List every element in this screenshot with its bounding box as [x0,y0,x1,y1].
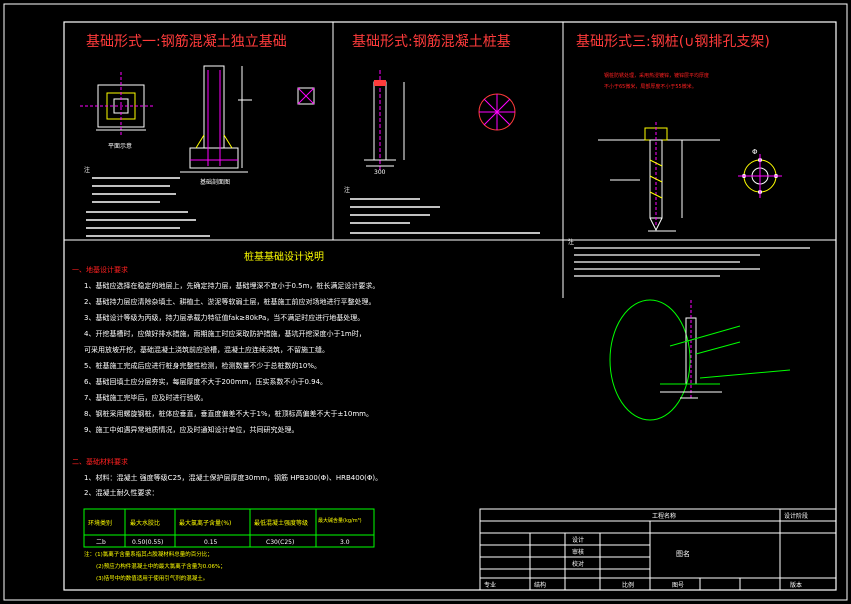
panel3-red-note-1: 钢桩防锈处理，采用热浸镀锌，镀锌层平均厚度 [604,72,709,79]
design-item: 4、开挖基槽时，应做好排水措施，雨期施工时应采取防护措施，基坑开挖深度小于1m时… [84,329,366,338]
pile-dim: 300 [374,169,386,176]
sec2-title: 二、基础材料要求 [72,457,128,466]
sec1-title: 一、地基设计要求 [72,265,128,274]
table-cell-3: C30(C25) [266,539,294,546]
panel1-section-view [180,65,252,173]
plan-caption: 平面示意 [108,142,132,150]
section-caption: 基础剖面图 [200,178,230,186]
panel2-pile-section [478,93,516,131]
outer-border [3,3,848,601]
design-items: 1、基础应选择在稳定的地层上，先确定持力层，基础埋深不宜小于0.5m，桩长满足设… [84,281,379,434]
panel1-detail [297,87,315,105]
phi-label: Φ [752,148,758,156]
design-item: 6、基础回填土应分层夯实，每层厚度不大于200mm，压实系数不小于0.94。 [84,377,327,386]
panel2-note-label: 注 [344,186,350,194]
tb-bottom-2: 比例 [622,581,634,589]
design-item: 2、基础持力层应清除杂填土、耕植土、淤泥等软弱土层，桩基施工前应对场地进行平整处… [84,297,375,306]
design-item: 3、基础设计等级为丙级，持力层承载力特征值fak≥80kPa，当不满足时应进行地… [84,313,364,322]
mat-line-1: 1、材料：混凝土 强度等级C25，混凝土保护层厚度30mm，钢筋 HPB300(… [84,473,382,482]
table-header-3: 最低混凝土强度等级 [254,519,308,527]
table-cell-2: 0.15 [204,539,218,546]
panel2-note-lines [350,198,540,234]
tb-label-r1a: 工程名称 [652,512,676,520]
panel1-note-label: 注 [84,166,90,174]
panel3-lower-detail [609,299,791,421]
tb-bottom-1: 结构 [534,581,546,589]
design-item: 9、施工中如遇异常地质情况，应及时通知设计单位，共同研究处理。 [84,425,298,434]
panel3-title: 基础形式三:钢桩(∪钢排孔支架) [576,33,770,50]
design-item: 7、基础施工完毕后，应及时进行验收。 [84,393,207,402]
tb-label-r2: 设计 [572,536,584,544]
tb-label-r3: 审核 [572,548,584,556]
tb-drawing-name: 图名 [676,549,690,558]
design-item: 8、钢桩采用螺旋钢桩，桩体应垂直，垂直度偏差不大于1%，桩顶标高偏差不大于±10… [84,409,373,418]
foot-note-1: (2)预应力构件混凝土中的最大氯离子含量为0.06%； [96,562,226,570]
foot-note-0: 注：(1)氯离子含量系指其占胶凝材料总量的百分比； [84,550,213,558]
foot-note-2: (3)括号中的数值适用于使用引气剂的混凝土。 [96,574,208,582]
panel3-note-lines [574,247,810,277]
tb-bottom-3: 图号 [672,582,684,589]
mat-line-2: 2、混凝土耐久性要求： [84,488,158,497]
tb-bottom-0: 专业 [484,581,496,589]
table-header-1: 最大水胶比 [130,519,160,527]
panel3-note-label: 注 [568,238,574,246]
table-cell-1: 0.50(0.55) [132,539,163,546]
panel1-title: 基础形式一:钢筋混凝土独立基础 [86,33,287,50]
panel1-plan-view [80,72,154,135]
design-title: 桩基基础设计说明 [244,250,324,263]
panel3-red-note-2: 不小于65微米，局部厚度不小于55微米。 [604,83,697,90]
table-header-2: 最大氯离子含量(%) [179,519,231,527]
title-block [479,508,837,591]
inner-border [63,21,837,591]
tb-label-r1b: 设计阶段 [784,512,808,520]
table-header-4: 最大碱含量(kg/m³) [318,517,362,524]
design-item: 可采用放坡开挖，基础混凝土浇筑前应验槽，混凝土应连续浇筑，不留施工缝。 [84,345,329,354]
design-item: 1、基础应选择在稳定的地层上，先确定持力层，基础埋深不宜小于0.5m，桩长满足设… [84,281,379,290]
panel2-pile-view [364,70,405,172]
tb-bottom-4: 版本 [790,581,802,589]
panel3-ring-section [738,154,782,198]
table-cell-4: 3.0 [340,539,350,546]
tb-label-r4: 校对 [572,560,584,568]
table-cell-0: 二b [96,539,106,546]
panel3-steel-pile [598,122,720,232]
table-header-0: 环境类别 [88,519,112,527]
durability-table [83,508,375,548]
panel2-title: 基础形式:钢筋混凝土桩基 [352,33,511,50]
panel1-note-lines [86,177,210,237]
design-item: 5、桩基施工完成后应进行桩身完整性检测，检测数量不少于总桩数的10%。 [84,361,321,370]
